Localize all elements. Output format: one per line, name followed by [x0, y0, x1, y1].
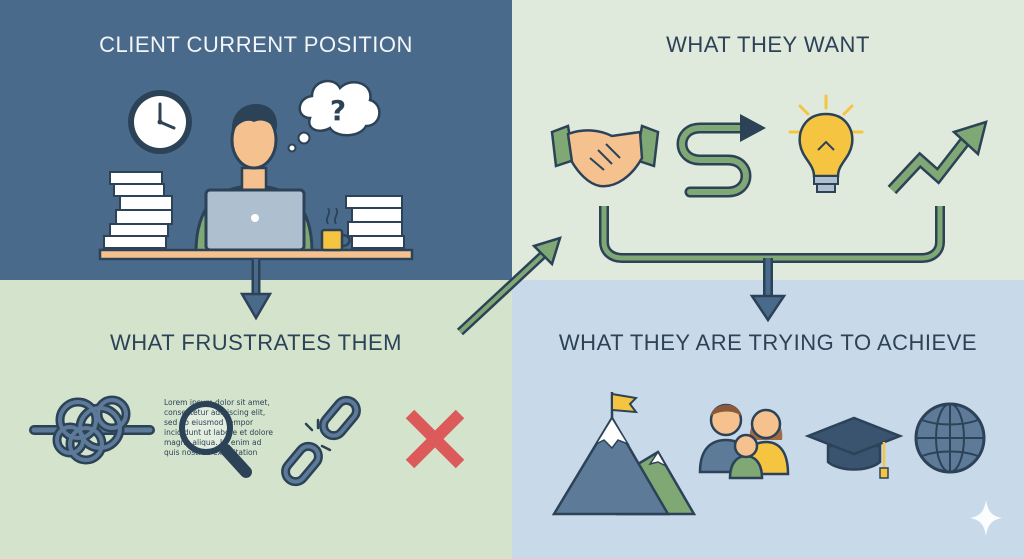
- down-arrow-to-frustrations: [239, 259, 273, 321]
- family-icon: [698, 403, 790, 480]
- broken-chain-icon: [281, 395, 361, 487]
- tangled-knot-icon: [29, 395, 155, 465]
- desk: [98, 248, 414, 261]
- winding-path-arrow-icon: [676, 114, 766, 198]
- diagonal-arrow-to-wants: [456, 236, 562, 336]
- lightbulb-icon: [788, 94, 864, 193]
- converging-connector-arrow: [599, 206, 945, 323]
- heading-goals: WHAT THEY ARE TRYING TO ACHIEVE: [558, 330, 978, 355]
- heading-current-position: CLIENT CURRENT POSITION: [99, 32, 413, 57]
- handshake-icon: [550, 124, 660, 188]
- red-x-icon: [405, 409, 465, 469]
- thought-bubble-text: ?: [330, 94, 346, 127]
- heading-frustrations: WHAT FRUSTRATES THEM: [110, 330, 402, 355]
- lorem-ipsum-text: Lorem ipsum dolor sit amet, consectetur …: [164, 398, 273, 457]
- paper-stack-right-icon: [345, 195, 405, 249]
- sparkle-icon: [970, 500, 1002, 536]
- heading-what-they-want: WHAT THEY WANT: [666, 32, 870, 57]
- thought-bubble-icon: ?: [287, 79, 381, 153]
- person-at-laptop-icon: [194, 104, 314, 254]
- coffee-cup-icon: [320, 207, 351, 252]
- graduation-cap-icon: [804, 416, 904, 479]
- paper-stack-icon: [103, 171, 173, 249]
- clock-icon: [128, 90, 192, 154]
- globe-icon: [914, 402, 986, 474]
- magnifying-glass-icon: [179, 401, 252, 478]
- growth-arrow-icon: [887, 120, 988, 195]
- mountain-flag-icon: [551, 392, 697, 516]
